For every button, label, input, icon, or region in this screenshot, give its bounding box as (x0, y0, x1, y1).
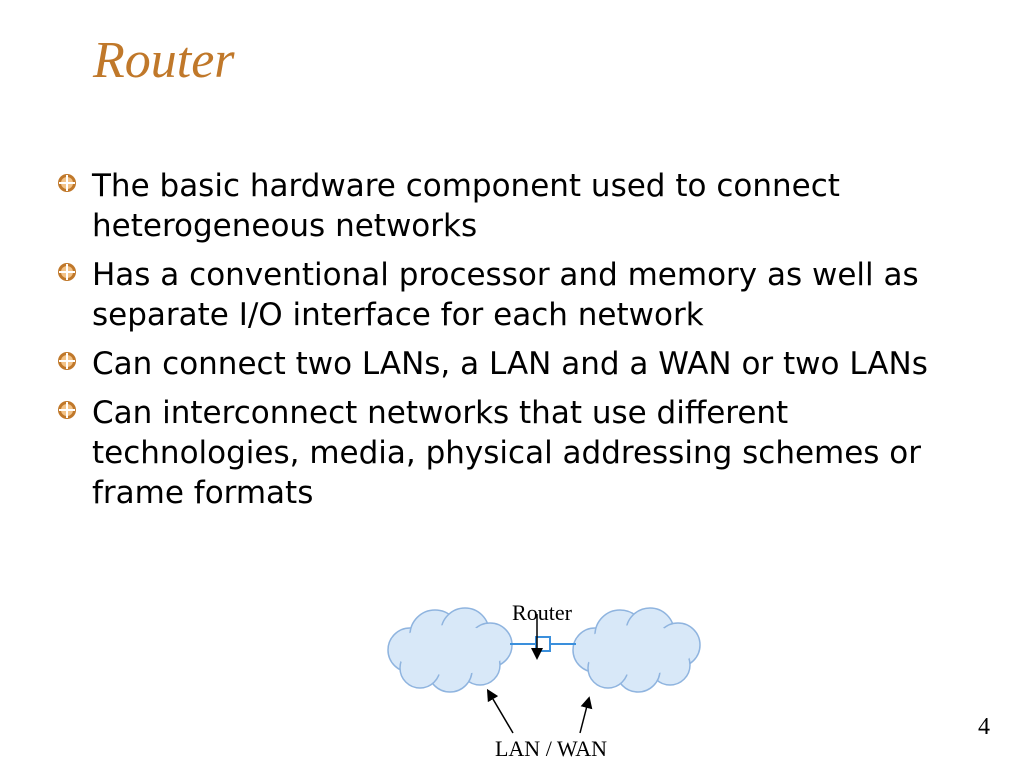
router-label: Router (512, 600, 573, 625)
page-number: 4 (978, 714, 990, 740)
bullet-list: The basic hardware component used to con… (56, 166, 996, 522)
bullet-item: The basic hardware component used to con… (56, 166, 996, 246)
bullet-text: Can interconnect networks that use diffe… (92, 395, 922, 511)
slide-title: Router (93, 32, 235, 89)
bullet-text: Has a conventional processor and memory … (92, 257, 919, 333)
network-label: LAN / WAN (495, 736, 607, 761)
left-network-arrow (486, 688, 514, 734)
bullet-icon (58, 401, 76, 419)
bullet-text: The basic hardware component used to con… (92, 168, 840, 244)
right-network-arrow (579, 696, 593, 734)
bullet-item: Can connect two LANs, a LAN and a WAN or… (56, 344, 996, 384)
bullet-icon (58, 174, 76, 192)
router-diagram: Router LAN / WAN (387, 600, 701, 761)
bullet-icon (58, 352, 76, 370)
bullet-item: Can interconnect networks that use diffe… (56, 393, 996, 513)
right-network-cloud (572, 607, 701, 693)
bullet-item: Has a conventional processor and memory … (56, 255, 996, 335)
router-box (535, 636, 551, 652)
bullet-text: Can connect two LANs, a LAN and a WAN or… (92, 346, 928, 382)
left-network-cloud (387, 607, 513, 693)
bullet-icon (58, 263, 76, 281)
